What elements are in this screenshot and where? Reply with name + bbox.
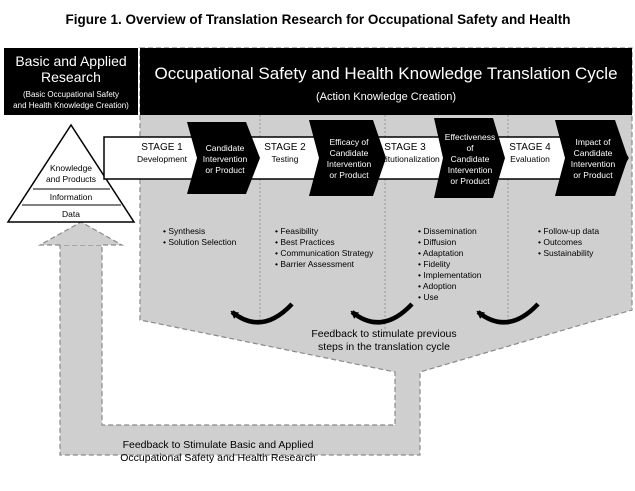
knowledge-pyramid: Knowledge and Products Information Data: [6, 123, 136, 223]
stage-1-box-line1: Candidate: [206, 143, 245, 153]
curved-feedback-arrow-3: [476, 302, 540, 325]
stage-1: STAGE 1 Development Candidate Interventi…: [137, 122, 260, 247]
stage-1-bullet-2: • Solution Selection: [163, 237, 237, 247]
stage-4-box: [555, 120, 628, 196]
feedback-cycle-line2: steps in the translation cycle: [318, 341, 450, 353]
basic-research-sub-line1: (Basic Occupational Safety: [23, 90, 119, 99]
pyramid-outline: [6, 123, 136, 223]
stage-3-label: STAGE 3: [384, 142, 426, 153]
stage-4-bullet-3: • Sustainability: [538, 248, 594, 258]
stage-2-box: [309, 120, 386, 196]
stage-2-box-line1: Efficacy of: [329, 137, 369, 147]
stage-2-sublabel: Testing: [272, 154, 299, 164]
stage-2-bullet-1: • Feasibility: [275, 226, 319, 236]
basic-research-title-line1: Basic and Applied: [15, 53, 126, 69]
stage-2: STAGE 2 Testing Efficacy of Candidate In…: [264, 120, 386, 269]
stage-4-box-line1: Impact of: [576, 137, 612, 147]
stage-3-box-line3: Candidate: [451, 154, 490, 164]
stage-2-label: STAGE 2: [264, 142, 306, 153]
feedback-cycle-line1: Feedback to stimulate previous: [311, 328, 456, 340]
stage-4-bullet-1: • Follow-up data: [538, 226, 599, 236]
stage-1-bullet-1: • Synthesis: [163, 226, 205, 236]
stage-3-bullet-6: • Adoption: [418, 281, 457, 291]
cycle-header-title: Occupational Safety and Health Knowledge…: [154, 64, 617, 83]
stage-3-sublabel: Institutionalization: [372, 154, 440, 164]
stage-3-box-line4: Intervention: [448, 165, 493, 175]
basic-research-sub-line2: and Health Knowledge Creation): [13, 101, 129, 110]
stage-4-box-line3: Intervention: [571, 159, 616, 169]
stage-3-bullet-2: • Diffusion: [418, 237, 457, 247]
stage-1-box: [187, 122, 260, 194]
stage-1-label: STAGE 1: [141, 142, 183, 153]
stage-2-bullet-4: • Barrier Assessment: [275, 259, 355, 269]
stage-4-sublabel: Evaluation: [510, 154, 550, 164]
stage-1-box-line2: Intervention: [203, 154, 248, 164]
stage-3-bullet-4: • Fidelity: [418, 259, 451, 269]
stage-3-box: [434, 118, 505, 198]
stage-3-bullet-1: • Dissemination: [418, 226, 477, 236]
stage-2-box-line2: Candidate: [330, 148, 369, 158]
stage-4: STAGE 4 Evaluation Impact of Candidate I…: [509, 120, 628, 258]
feedback-basic-line1: Feedback to Stimulate Basic and Applied: [123, 439, 314, 451]
feedback-basic-line2: Occupational Safety and Health Research: [120, 452, 316, 464]
stage-2-box-line3: Intervention: [327, 159, 372, 169]
stage-2-bullet-2: • Best Practices: [275, 237, 335, 247]
figure-title: Figure 1. Overview of Translation Resear…: [66, 12, 571, 27]
basic-research-box: [4, 48, 138, 115]
stage-3-bullet-7: • Use: [418, 292, 439, 302]
pyramid-middle: Information: [50, 192, 93, 202]
pyramid-top-line1: Knowledge: [50, 163, 92, 173]
stage-4-box-line4: or Product: [573, 170, 613, 180]
cycle-header-banner: [140, 48, 632, 115]
stage-3-bullet-5: • Implementation: [418, 270, 482, 280]
stage-3-box-line5: or Product: [450, 176, 490, 186]
basic-research-title-line2: Research: [41, 69, 101, 85]
stage-1-sublabel: Development: [137, 154, 188, 164]
stage-3: STAGE 3 Institutionalization Effectivene…: [372, 118, 505, 302]
stage-4-label: STAGE 4: [509, 142, 551, 153]
pyramid-top-line2: and Products: [46, 174, 96, 184]
curved-feedback-arrow-2: [350, 302, 414, 325]
pyramid-bottom: Data: [62, 209, 80, 219]
stage-4-box-line2: Candidate: [574, 148, 613, 158]
stage-3-box-line2: of: [466, 143, 474, 153]
cycle-header-subtitle: (Action Knowledge Creation): [316, 91, 456, 103]
feedback-return-arrow: [37, 221, 125, 246]
stage-4-bullet-2: • Outcomes: [538, 237, 582, 247]
stage-1-box-line3: or Product: [205, 165, 245, 175]
stage-3-bullet-3: • Adaptation: [418, 248, 464, 258]
stage-3-box-line1: Effectiveness: [445, 132, 495, 142]
curved-feedback-arrow-1: [230, 302, 294, 325]
stage-2-bullet-3: • Communication Strategy: [275, 248, 374, 258]
stage-2-box-line4: or Product: [329, 170, 369, 180]
